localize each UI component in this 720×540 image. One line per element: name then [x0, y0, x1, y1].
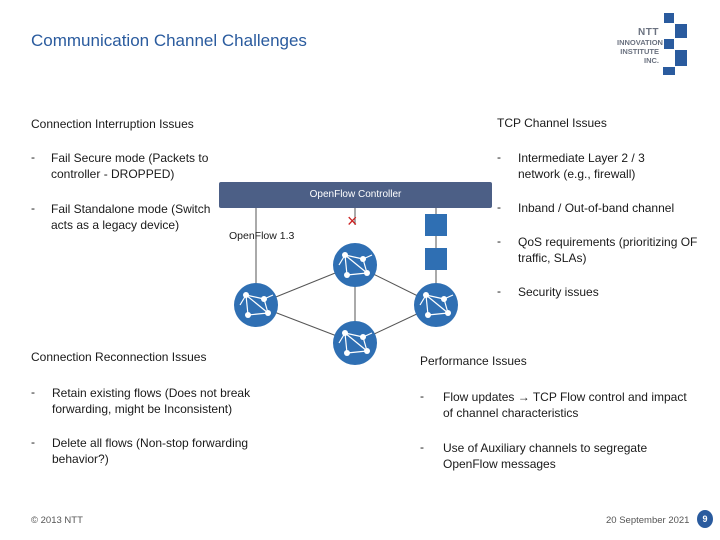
switch-icon — [233, 282, 279, 328]
broken-link-icon: × — [347, 211, 358, 231]
list-item: Flow updates → TCP Flow control and impa… — [443, 390, 687, 420]
network-box-icon — [425, 214, 447, 236]
footer-copyright: © 2013 NTT — [31, 515, 83, 526]
logo-line: INC. — [644, 56, 659, 65]
bullet-dash: - — [31, 435, 35, 449]
logo-text: INNOVATION INSTITUTE INC. — [617, 38, 663, 65]
section-heading-performance: Performance Issues — [420, 354, 527, 368]
section-heading-interruption: Connection Interruption Issues — [31, 117, 194, 131]
bullet-dash: - — [497, 234, 501, 248]
bullet-dash: - — [497, 200, 501, 214]
footer-date: 20 September 2021 — [606, 515, 690, 526]
bullet-dash: - — [497, 284, 501, 298]
link-label: OpenFlow 1.3 — [229, 230, 295, 242]
list-item: Fail Standalone mode (Switch acts as a l… — [51, 202, 211, 232]
section-heading-reconnection: Connection Reconnection Issues — [31, 350, 207, 364]
list-item: QoS requirements (prioritizing OF traffi… — [518, 235, 698, 265]
switch-icon — [413, 282, 459, 328]
list-item: Retain existing flows (Does not break fo… — [52, 386, 251, 416]
list-item: Inband / Out-of-band channel — [518, 201, 675, 215]
switch-icon — [332, 242, 378, 288]
bullet-dash: - — [31, 385, 35, 399]
openflow-controller-bar: OpenFlow Controller — [219, 182, 492, 208]
network-box-icon — [425, 248, 447, 270]
bullet-dash: - — [31, 201, 35, 215]
section-heading-tcp: TCP Channel Issues — [497, 116, 607, 130]
bullet-dash: - — [497, 150, 501, 164]
logo-line: INSTITUTE — [620, 47, 659, 56]
bullet-dash: - — [31, 150, 35, 164]
bullet-dash: - — [420, 389, 424, 403]
bullet-dash: - — [420, 440, 424, 454]
logo-ntt: NTT — [638, 27, 659, 38]
page-title: Communication Channel Challenges — [31, 31, 307, 50]
network-diagram — [233, 208, 459, 366]
list-item: Intermediate Layer 2 / 3 network (e.g., … — [518, 151, 645, 181]
list-item: Security issues — [518, 285, 599, 299]
logo-line: INNOVATION — [617, 38, 663, 47]
list-item: Use of Auxiliary channels to segregate O… — [443, 441, 648, 471]
ntt-logo: NTT INNOVATION INSTITUTE INC. — [617, 13, 691, 75]
switch-icon — [332, 320, 378, 366]
list-item: Delete all flows (Non-stop forwarding be… — [52, 436, 249, 466]
page-number: 9 — [697, 510, 713, 528]
logo-mark-icon — [663, 13, 687, 75]
list-item: Fail Secure mode (Packets to controller … — [51, 151, 209, 181]
